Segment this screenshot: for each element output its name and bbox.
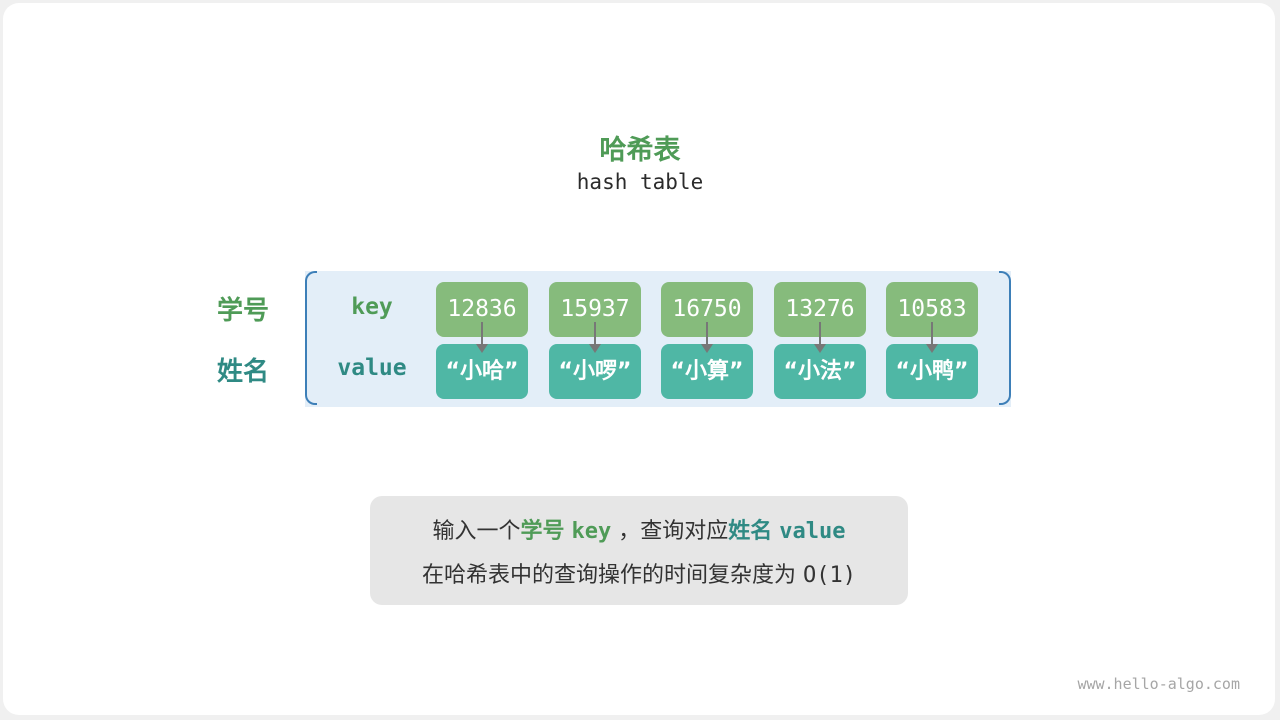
note-value-label: 姓名 xyxy=(728,519,773,544)
value-box: “小算” xyxy=(661,344,753,399)
value-box: “小哈” xyxy=(436,344,528,399)
note-line-2: 在哈希表中的查询操作的时间复杂度为 O(1) xyxy=(370,557,908,589)
row-label-key: 学号 xyxy=(216,296,269,326)
value-box: “小鸭” xyxy=(886,344,978,399)
note-prefix: 输入一个 xyxy=(432,519,521,544)
row-label-value: 姓名 xyxy=(216,357,269,387)
pair-0: 12836“小哈” xyxy=(436,282,528,400)
mapping-arrow-icon xyxy=(476,322,488,384)
pair-3: 13276“小法” xyxy=(774,282,866,400)
note-key-label: 学号 xyxy=(520,519,565,544)
column-label-key: key xyxy=(351,294,393,320)
right-bracket xyxy=(999,271,1011,405)
column-label-value: value xyxy=(337,355,407,381)
value-box: “小啰” xyxy=(549,344,641,399)
diagram-title: 哈希表 xyxy=(599,135,681,166)
mapping-arrow-icon xyxy=(926,322,938,384)
diagram-subtitle: hash table xyxy=(576,170,704,194)
note-value-word: value xyxy=(779,519,846,544)
note-complexity-text: 在哈希表中的查询操作的时间复杂度为 xyxy=(422,563,797,588)
mapping-arrow-icon xyxy=(814,322,826,384)
watermark: www.hello-algo.com xyxy=(1077,675,1240,693)
pair-1: 15937“小啰” xyxy=(549,282,641,400)
note-complexity: O(1) xyxy=(803,563,856,588)
mapping-arrow-icon xyxy=(589,322,601,384)
note-key-word: key xyxy=(571,519,612,544)
explanation-note: 输入一个学号 key ，查询对应姓名 value 在哈希表中的查询操作的时间复杂… xyxy=(370,496,908,605)
note-line-1: 输入一个学号 key ，查询对应姓名 value xyxy=(370,513,908,545)
pair-2: 16750“小算” xyxy=(661,282,753,400)
note-mid: ，查询对应 xyxy=(618,519,729,544)
value-box: “小法” xyxy=(774,344,866,399)
left-bracket xyxy=(305,271,317,405)
mapping-arrow-icon xyxy=(701,322,713,384)
pair-4: 10583 “小鸭” xyxy=(886,282,978,400)
key-box: 10583 xyxy=(886,282,978,337)
